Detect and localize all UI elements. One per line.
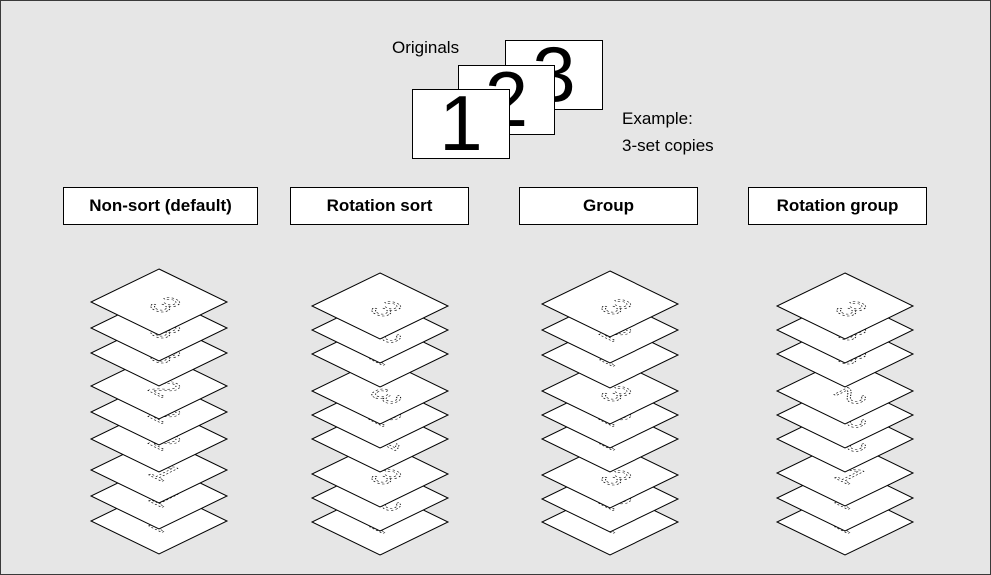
sheet-outline [89, 268, 229, 336]
sheet-outline [310, 272, 450, 340]
stack-2: 123123123 [310, 272, 450, 556]
sheet-outline [540, 357, 680, 425]
sheet-outline [775, 272, 915, 340]
sheet-outline [775, 439, 915, 507]
example-line-2: 3-set copies [622, 136, 714, 155]
sheet: 3 [89, 268, 229, 336]
stack-3: 123123123 [540, 270, 680, 556]
sheet-outline [310, 357, 450, 425]
sheet-outline [540, 441, 680, 509]
sheet: 3 [310, 357, 450, 425]
stack-4: 111222333 [775, 272, 915, 556]
mode-label-rotation-sort: Rotation sort [290, 187, 469, 225]
stack-1: 111222333 [89, 268, 229, 555]
sheet-outline [775, 357, 915, 425]
originals-label: Originals [392, 38, 460, 57]
example-line-1: Example: [622, 109, 693, 128]
sheet: 3 [310, 272, 450, 340]
mode-label-non-sort: Non-sort (default) [63, 187, 258, 225]
sheet: 1 [775, 439, 915, 507]
mode-label-rotation-group: Rotation group [748, 187, 927, 225]
sheet: 3 [775, 272, 915, 340]
sheet: 2 [775, 357, 915, 425]
original-page-1: 1 [412, 89, 510, 159]
sheet: 3 [540, 357, 680, 425]
mode-label-group: Group [519, 187, 698, 225]
original-page-1-number: 1 [439, 89, 483, 159]
sheet-outline [310, 440, 450, 508]
sheet: 3 [540, 270, 680, 338]
sheet-outline [540, 270, 680, 338]
